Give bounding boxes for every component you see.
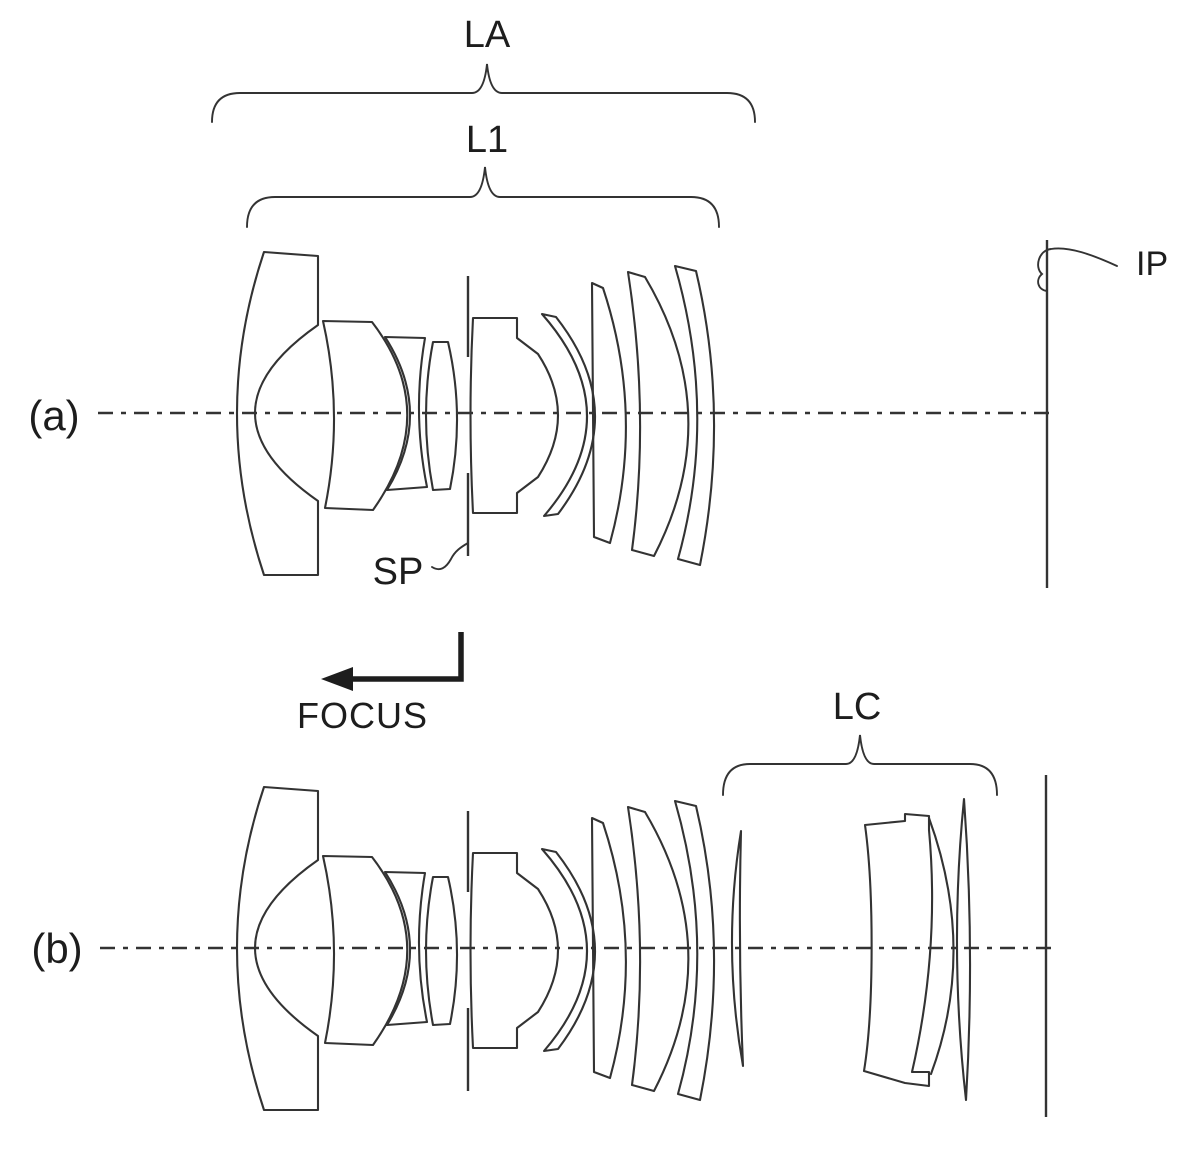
sp-leader-line — [431, 542, 469, 571]
label-aperture-stop: SP — [373, 551, 424, 593]
brace-la — [211, 63, 756, 123]
focus-arrow-head-icon — [321, 667, 353, 691]
label-image-plane: IP — [1136, 245, 1168, 283]
label-lens-assembly: LA — [464, 14, 511, 56]
converter-doublet-right-surface — [927, 816, 955, 1076]
converter-doublet-left — [862, 812, 934, 1088]
figure-b: LC (b) — [31, 686, 1052, 1117]
figure-a: LA L1 (a) SP IP — [28, 14, 1168, 593]
label-converter-lens-group: LC — [833, 686, 882, 728]
label-first-lens-group: L1 — [466, 119, 508, 161]
label-focus-direction: FOCUS — [297, 695, 428, 736]
label-sub-figure-a: (a) — [28, 392, 79, 439]
brace-lc — [722, 734, 998, 796]
focus-annotation: FOCUS — [297, 632, 464, 736]
ip-leader-line — [1037, 247, 1118, 292]
focus-arrow-line — [352, 632, 464, 682]
label-sub-figure-b: (b) — [31, 925, 82, 972]
converter-element-1 — [730, 829, 745, 1068]
converter-element-last — [955, 797, 972, 1102]
brace-l1 — [246, 166, 720, 228]
